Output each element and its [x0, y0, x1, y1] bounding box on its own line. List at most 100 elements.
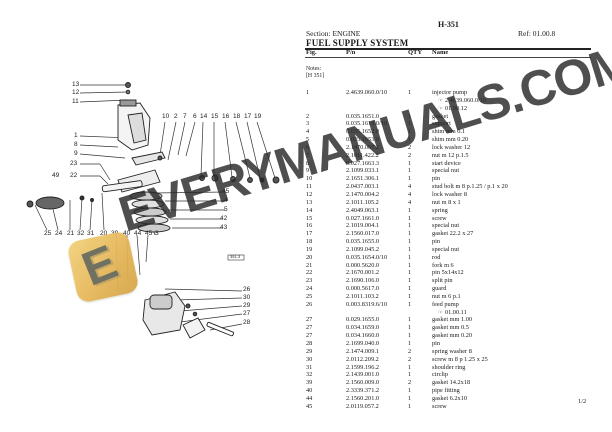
- cell-name-text: injector pump: [432, 89, 468, 96]
- cell-fig: 45: [306, 402, 313, 410]
- cell-fig: 29: [306, 347, 313, 355]
- cell-fig: 10: [306, 175, 313, 183]
- table-row-reference: ☞01.00.11: [306, 309, 596, 317]
- cell-qty: 2: [408, 151, 412, 159]
- callout-13: 13: [72, 81, 80, 88]
- cell-qty: 1: [408, 261, 412, 269]
- cell-pn: 2.0112.209.2: [346, 355, 379, 363]
- cell-name-text: lock washer 12: [432, 143, 471, 151]
- cell-pn: 2.1099.045.2: [346, 245, 380, 253]
- cell-fig: 30: [306, 355, 313, 363]
- cell-name: lock washer 8: [432, 191, 467, 199]
- cell-name: pipe fitting: [432, 387, 460, 395]
- cell-name: screw: [432, 215, 447, 223]
- cell-name-text: start device: [432, 159, 461, 167]
- cell-name[interactable]: ☞2.4639.060.0/10: [438, 97, 486, 106]
- cell-name-text: gasket mm 1.00: [432, 316, 473, 324]
- cell-fig: 18: [306, 238, 313, 246]
- callout-11: 11: [72, 98, 79, 105]
- cell-name: nut m 8 x 1: [432, 199, 461, 207]
- cell-fig: 11: [306, 183, 313, 191]
- header-rule-top: [305, 48, 591, 50]
- cell-name: split pin: [432, 277, 452, 285]
- cell-name-text: guard: [432, 285, 447, 293]
- callout-49: 49: [52, 172, 60, 179]
- cell-name[interactable]: ☞01.00.12: [438, 105, 467, 114]
- cell-qty: 1: [408, 277, 412, 285]
- callout-32: 32: [77, 230, 85, 237]
- cell-name: injector pump: [432, 89, 467, 97]
- callout-26: 26: [243, 286, 251, 293]
- cell-pn: 2.4049.063.1: [346, 206, 380, 214]
- cell-qty: 1: [408, 300, 412, 308]
- callout-42: 42: [220, 215, 228, 222]
- cell-fig: 23: [306, 277, 313, 285]
- callout-31: 31: [87, 230, 95, 237]
- cell-fig: 25: [306, 292, 313, 300]
- callout-2: 2: [174, 113, 178, 120]
- cell-name-text: screw: [432, 402, 447, 410]
- cell-qty: 1: [408, 324, 412, 332]
- cell-name: gasket 14.2x18: [432, 379, 470, 387]
- cell-name-text: lock washer 8: [432, 190, 467, 198]
- cell-name-text: 01.00.11: [444, 308, 467, 316]
- cell-qty: 1: [408, 230, 412, 238]
- cell-name-text: screw: [432, 214, 447, 222]
- callout-30: 30: [243, 294, 251, 301]
- cell-name-text: pin: [432, 238, 441, 246]
- callout-10: 10: [162, 113, 170, 120]
- pointing-hand-icon: ☞: [438, 309, 443, 316]
- callout-24: 24: [55, 230, 63, 237]
- cell-name[interactable]: ☞01.00.11: [438, 309, 467, 318]
- cell-name-text: gasket mm 0.20: [432, 332, 473, 340]
- cell-name: screw m 8 p 1.25 x 25: [432, 356, 488, 364]
- col-header-name: Name: [432, 49, 449, 56]
- cell-name-text: 01.00.12: [444, 104, 467, 112]
- cell-pn: 2.0437.003.1: [346, 183, 380, 191]
- cell-qty: 1: [408, 394, 412, 402]
- cell-fig: 22: [306, 269, 313, 277]
- callout-19: 19: [254, 113, 262, 120]
- callout-3: 3: [155, 230, 159, 237]
- cell-name-text: gasket 14.2x18: [432, 379, 471, 387]
- cell-qty: 1: [408, 402, 412, 410]
- callout-40: 40: [123, 230, 131, 237]
- cell-fig: 39: [306, 379, 313, 387]
- watermark-logo: E: [66, 230, 140, 304]
- cell-pn: 0.003.8319.6/10: [346, 300, 388, 308]
- cell-fig: 40: [306, 387, 313, 395]
- callout-20: 20: [100, 230, 108, 237]
- cell-name: feed pump: [432, 301, 459, 309]
- cell-fig: 15: [306, 214, 313, 222]
- callout-4: 4: [224, 197, 228, 204]
- cell-pn: 2.1474.009.1: [346, 347, 380, 355]
- cell-name-text: gasket 6.2x10: [432, 394, 467, 402]
- cell-pn: 0.035.1653.0: [346, 136, 380, 144]
- cell-name-text: rod: [432, 253, 441, 261]
- cell-pn: 0.027.1663.3: [346, 159, 380, 167]
- col-header-qty: QTY: [408, 49, 423, 56]
- cell-pn: 0.029.1655.0: [346, 316, 380, 324]
- callout-45-right: 45: [222, 188, 230, 195]
- cell-name: pin: [432, 175, 440, 183]
- cell-name: pin: [432, 340, 440, 348]
- cell-name: special nut: [432, 167, 459, 175]
